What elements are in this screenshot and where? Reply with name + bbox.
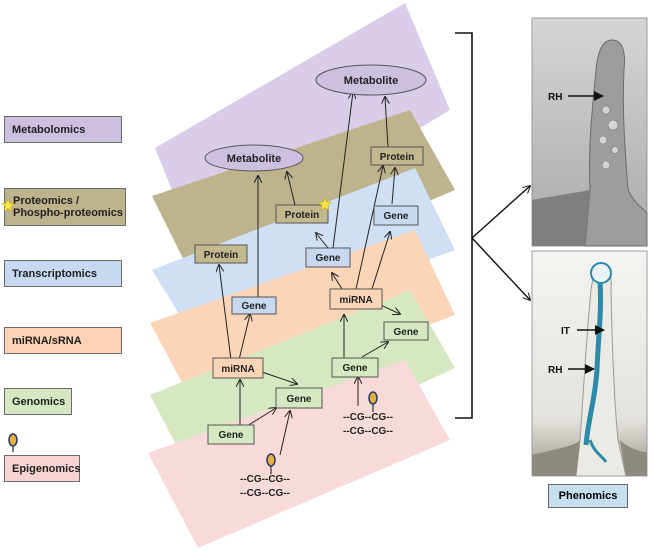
node-gene-genomic-right-label: Gene	[342, 363, 367, 374]
node-gene-trans-mid: Gene	[305, 247, 351, 268]
node-mirna-right-label: miRNA	[339, 295, 372, 306]
lower-it-label: IT	[561, 326, 570, 337]
node-mirna-right: miRNA	[329, 288, 383, 310]
cg-sequence-left-line2: --CG--CG--	[240, 488, 290, 499]
label-epigenomics: Epigenomics	[4, 455, 80, 482]
node-gene-genomic-right: Gene	[331, 357, 379, 378]
node-gene-trans-left-label: Gene	[241, 301, 266, 312]
node-metabolite-right-label: Metabolite	[344, 75, 398, 87]
node-gene-genomic-mid-label: Gene	[286, 394, 311, 405]
node-protein-right: Protein	[370, 146, 424, 166]
node-gene-trans-right-label: Gene	[383, 211, 408, 222]
cg-sequence-right-line1: --CG--CG--	[343, 412, 393, 423]
node-metabolite-left: Metabolite	[204, 144, 304, 172]
label-epigenomics-text: Epigenomics	[12, 462, 81, 475]
label-genomics: Genomics	[4, 388, 72, 415]
label-proteomics-line1: Proteomics /	[13, 195, 80, 207]
methyl-pin-icon-right	[368, 391, 378, 412]
label-proteomics-line2: Phospho-proteomics	[13, 207, 124, 219]
node-protein-right-label: Protein	[380, 152, 414, 163]
label-metabolomics-text: Metabolomics	[12, 123, 86, 136]
label-mirna-srna-text: miRNA/sRNA	[12, 334, 82, 347]
node-mirna-left: miRNA	[212, 357, 264, 379]
label-mirna-srna: miRNA/sRNA	[4, 327, 122, 354]
node-metabolite-left-label: Metabolite	[227, 153, 281, 165]
node-gene-trans-mid-label: Gene	[315, 253, 340, 264]
phospho-star-icon-protein	[317, 197, 333, 211]
layer-epigenomics-plane	[148, 360, 450, 548]
label-metabolomics: Metabolomics	[4, 116, 122, 143]
label-genomics-text: Genomics	[12, 395, 66, 408]
integration-bracket	[455, 32, 473, 419]
node-protein-left-label: Protein	[204, 250, 238, 261]
node-gene-mirna-right-label: Gene	[393, 327, 418, 338]
phenotype-micrograph-lower: IT RH	[531, 250, 648, 477]
label-phenomics: Phenomics	[548, 484, 628, 508]
label-proteomics: Proteomics / Phospho-proteomics	[4, 188, 126, 226]
methyl-pin-icon-left	[266, 453, 276, 474]
node-protein-left: Protein	[194, 244, 248, 264]
upper-rh-label: RH	[548, 92, 562, 103]
node-gene-mirna-right: Gene	[383, 321, 429, 341]
node-mirna-left-label: miRNA	[221, 364, 254, 375]
node-gene-genomic-left: Gene	[207, 424, 255, 445]
lower-rh-label: RH	[548, 365, 562, 376]
node-protein-mid-label: Protein	[285, 210, 319, 221]
node-gene-genomic-left-label: Gene	[218, 430, 243, 441]
label-phenomics-text: Phenomics	[558, 490, 618, 502]
label-transcriptomics: Transcriptomics	[4, 260, 122, 287]
label-proteomics-text: Proteomics / Phospho-proteomics	[13, 195, 123, 219]
node-protein-mid: Protein	[275, 204, 329, 224]
node-gene-trans-left: Gene	[231, 296, 277, 315]
bracket-arrow-upper	[471, 186, 530, 239]
phospho-star-icon-label	[0, 198, 16, 212]
node-metabolite-right: Metabolite	[315, 64, 427, 96]
cg-sequence-left-line1: --CG--CG--	[240, 474, 290, 485]
node-gene-trans-right: Gene	[373, 205, 419, 226]
network-arrows	[219, 92, 400, 456]
node-gene-genomic-mid: Gene	[275, 387, 323, 409]
cg-sequence-right-line2: --CG--CG--	[343, 426, 393, 437]
bracket-arrow-lower	[471, 237, 530, 300]
methyl-pin-icon-legend	[8, 433, 18, 452]
phenotype-micrograph-upper: RH	[531, 17, 648, 247]
label-transcriptomics-text: Transcriptomics	[12, 267, 97, 280]
